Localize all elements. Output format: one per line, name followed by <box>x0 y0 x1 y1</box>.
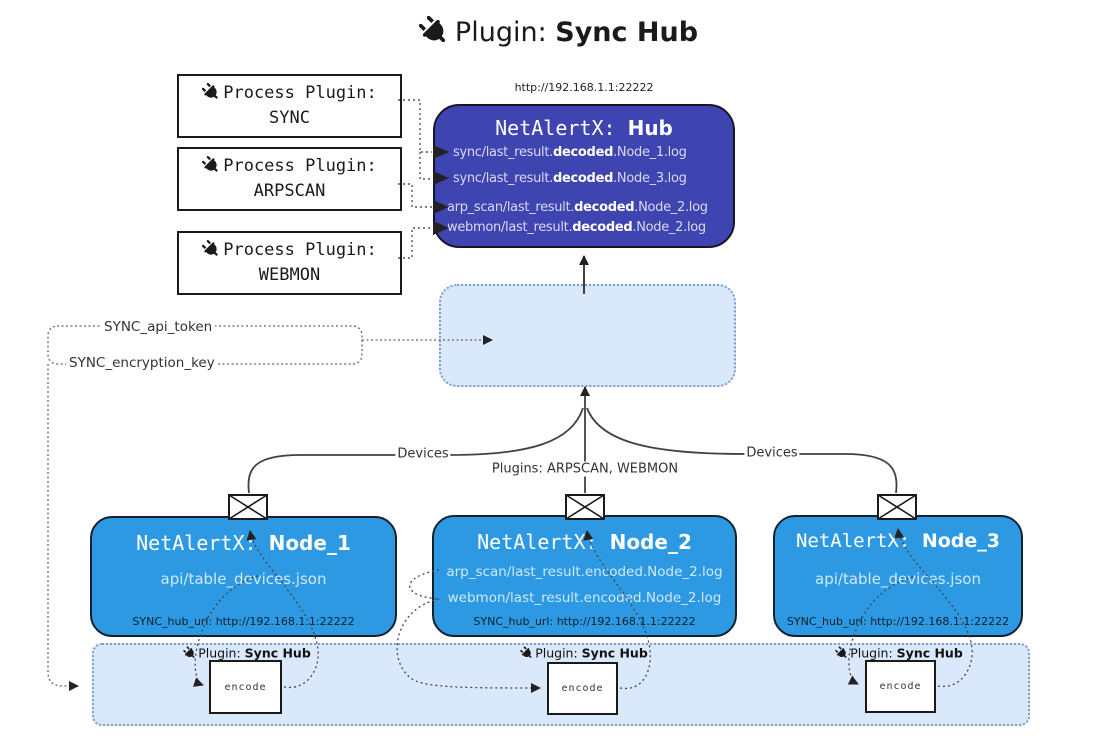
node-title: NetAlertX: Node_3 <box>795 530 1000 552</box>
node-hub-url: SYNC_hub_url: http://192.168.1.1:22222 <box>473 615 696 628</box>
decode-container <box>439 284 736 387</box>
process-plugin-label: Process Plugin: <box>200 237 377 263</box>
envelope-icon <box>565 494 605 520</box>
plug-icon <box>200 237 223 261</box>
plugins-middle-label: Plugins: ARPSCAN, WEBMON <box>489 461 681 477</box>
plugin-sync-hub-label: Plugin: Sync Hub <box>518 644 648 662</box>
process-plugin-sync-box: Process Plugin: SYNC <box>177 74 402 138</box>
process-plugin-arpscan-box: Process Plugin: ARPSCAN <box>177 147 402 211</box>
netalertx-hub-box: NetAlertX: Hub sync/last_result.decoded.… <box>433 104 735 248</box>
netalertx-node3-box: NetAlertX: Node_3 api/table_devices.json… <box>773 515 1023 637</box>
plugin-sync-hub-label: Plugin: Sync Hub <box>833 644 963 662</box>
netalertx-node2-box: NetAlertX: Node_2 arp_scan/last_result.e… <box>432 515 737 637</box>
process-plugin-name: WEBMON <box>258 265 321 285</box>
process-plugin-name: SYNC <box>269 108 310 128</box>
node-file: webmon/last_result.encoded.Node_2.log <box>447 590 722 606</box>
edge-node3-to-decode <box>586 407 898 494</box>
plugin-sync-hub-label: Plugin: Sync Hub <box>181 644 311 662</box>
plug-icon <box>200 153 223 177</box>
process-plugin-label: Process Plugin: <box>200 80 377 106</box>
hub-log-line: sync/last_result.decoded.Node_3.log <box>453 171 687 186</box>
devices-right-label: Devices <box>744 445 800 461</box>
process-plugin-webmon-box: Process Plugin: WEBMON <box>177 231 402 295</box>
hub-log-line: webmon/last_result.decoded.Node_2.log <box>447 220 706 235</box>
edge-plugins-to-hub <box>398 99 432 259</box>
node-hub-url: SYNC_hub_url: http://192.168.1.1:22222 <box>132 615 355 628</box>
title-bold: Sync Hub <box>555 17 699 48</box>
encode-box: encode <box>547 662 618 715</box>
hub-url-label: http://192.168.1.1:22222 <box>514 81 654 94</box>
hub-log-line: arp_scan/last_result.decoded.Node_2.log <box>447 200 708 215</box>
sync-api-token-label: SYNC_api_token <box>101 319 216 335</box>
title-prefix: Plugin: <box>454 17 556 48</box>
sync-encryption-key-label: SYNC_encryption_key <box>66 355 218 371</box>
envelope-icon <box>228 494 268 520</box>
node-file: api/table_devices.json <box>160 570 327 588</box>
node-file: api/table_devices.json <box>815 570 981 588</box>
plug-icon <box>200 80 223 104</box>
encode-box: encode <box>209 660 282 714</box>
envelope-icon <box>877 494 917 520</box>
node-title: NetAlertX: Node_2 <box>477 530 692 554</box>
devices-left-label: Devices <box>395 446 451 462</box>
process-plugin-name: ARPSCAN <box>253 181 326 201</box>
hub-title: NetAlertX: Hub <box>495 116 673 140</box>
hub-log-line: sync/last_result.decoded.Node_1.log <box>453 145 687 160</box>
node-file: arp_scan/last_result.encoded.Node_2.log <box>446 564 723 580</box>
plug-icon <box>518 644 535 662</box>
node-hub-url: SYNC_hub_url: http://192.168.1.1:22222 <box>786 615 1010 628</box>
netalertx-node1-box: NetAlertX: Node_1 api/table_devices.json… <box>90 516 397 637</box>
encode-box: encode <box>865 660 936 713</box>
process-plugin-label: Process Plugin: <box>200 153 377 179</box>
node-title: NetAlertX: Node_1 <box>136 531 351 555</box>
page-title: Plugin: Sync Hub <box>0 12 1117 50</box>
plug-icon <box>181 644 198 662</box>
plug-icon <box>415 12 453 50</box>
plug-icon <box>833 644 850 662</box>
